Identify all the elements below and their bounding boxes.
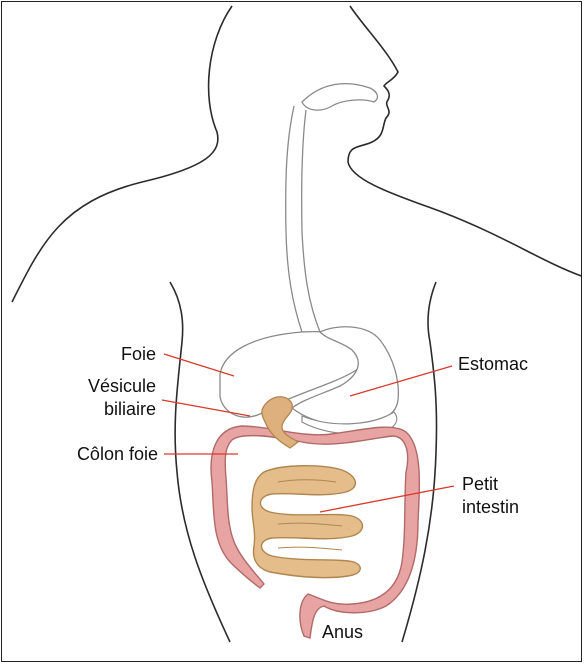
label-estomac: Estomac	[458, 354, 528, 374]
oral-cavity	[302, 84, 377, 110]
label-vesicule-line1: Vésicule	[88, 376, 156, 396]
label-foie: Foie	[121, 344, 156, 364]
label-colon: Côlon foie	[77, 444, 158, 464]
label-anus: Anus	[322, 622, 363, 642]
esophagus	[286, 106, 320, 332]
label-vesicule-line2: biliaire	[104, 399, 156, 419]
face-profile	[348, 6, 582, 277]
head-outline	[12, 6, 232, 302]
label-intestin: intestin	[462, 497, 519, 517]
small-intestine	[252, 466, 363, 578]
gallbladder	[262, 397, 298, 448]
label-petit: Petit	[462, 474, 498, 494]
